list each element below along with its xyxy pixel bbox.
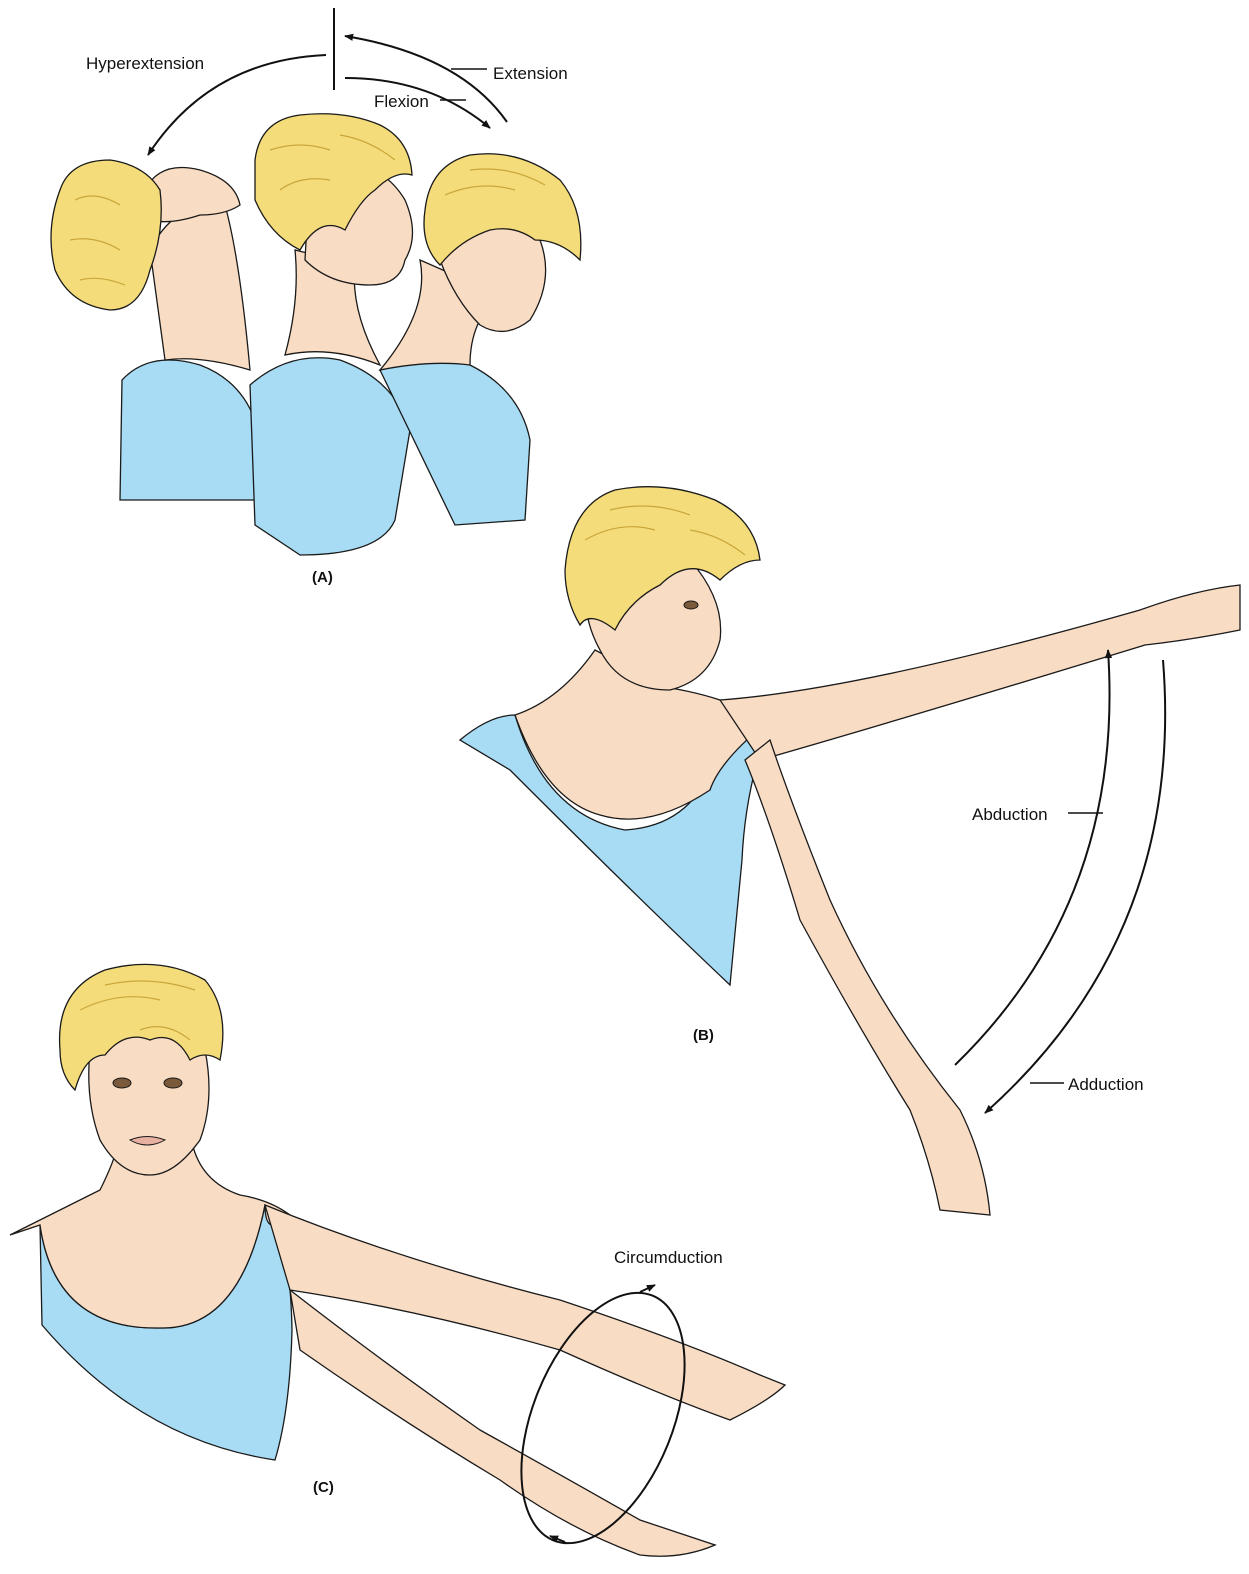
panel-a-figures xyxy=(51,8,581,555)
figure-hyperextension xyxy=(51,160,255,500)
left-eye xyxy=(113,1078,131,1088)
figure-flexion xyxy=(380,154,581,525)
panel-a-label: (A) xyxy=(312,570,333,585)
panel-b-figure xyxy=(460,487,1240,1215)
circumduction-arrowhead-top xyxy=(640,1285,655,1292)
circumduction-label: Circumduction xyxy=(614,1249,723,1266)
arm-upper-position xyxy=(265,1205,785,1420)
eye xyxy=(684,601,698,609)
figure-neutral xyxy=(250,114,413,555)
raised-arm xyxy=(720,585,1240,760)
right-eye xyxy=(164,1078,182,1088)
adduction-label: Adduction xyxy=(1068,1076,1144,1093)
panel-b-label: (B) xyxy=(693,1028,714,1043)
hyperextension-label: Hyperextension xyxy=(86,55,204,72)
flexion-label: Flexion xyxy=(374,93,429,110)
hair xyxy=(51,160,161,310)
neck xyxy=(150,205,250,370)
tank-top xyxy=(120,360,255,500)
abduction-arrow xyxy=(955,650,1110,1065)
panel-c-label: (C) xyxy=(313,1480,334,1495)
extension-label: Extension xyxy=(493,65,568,82)
lowered-arm xyxy=(745,740,990,1215)
abduction-label: Abduction xyxy=(972,806,1048,823)
tank-top xyxy=(250,358,410,555)
